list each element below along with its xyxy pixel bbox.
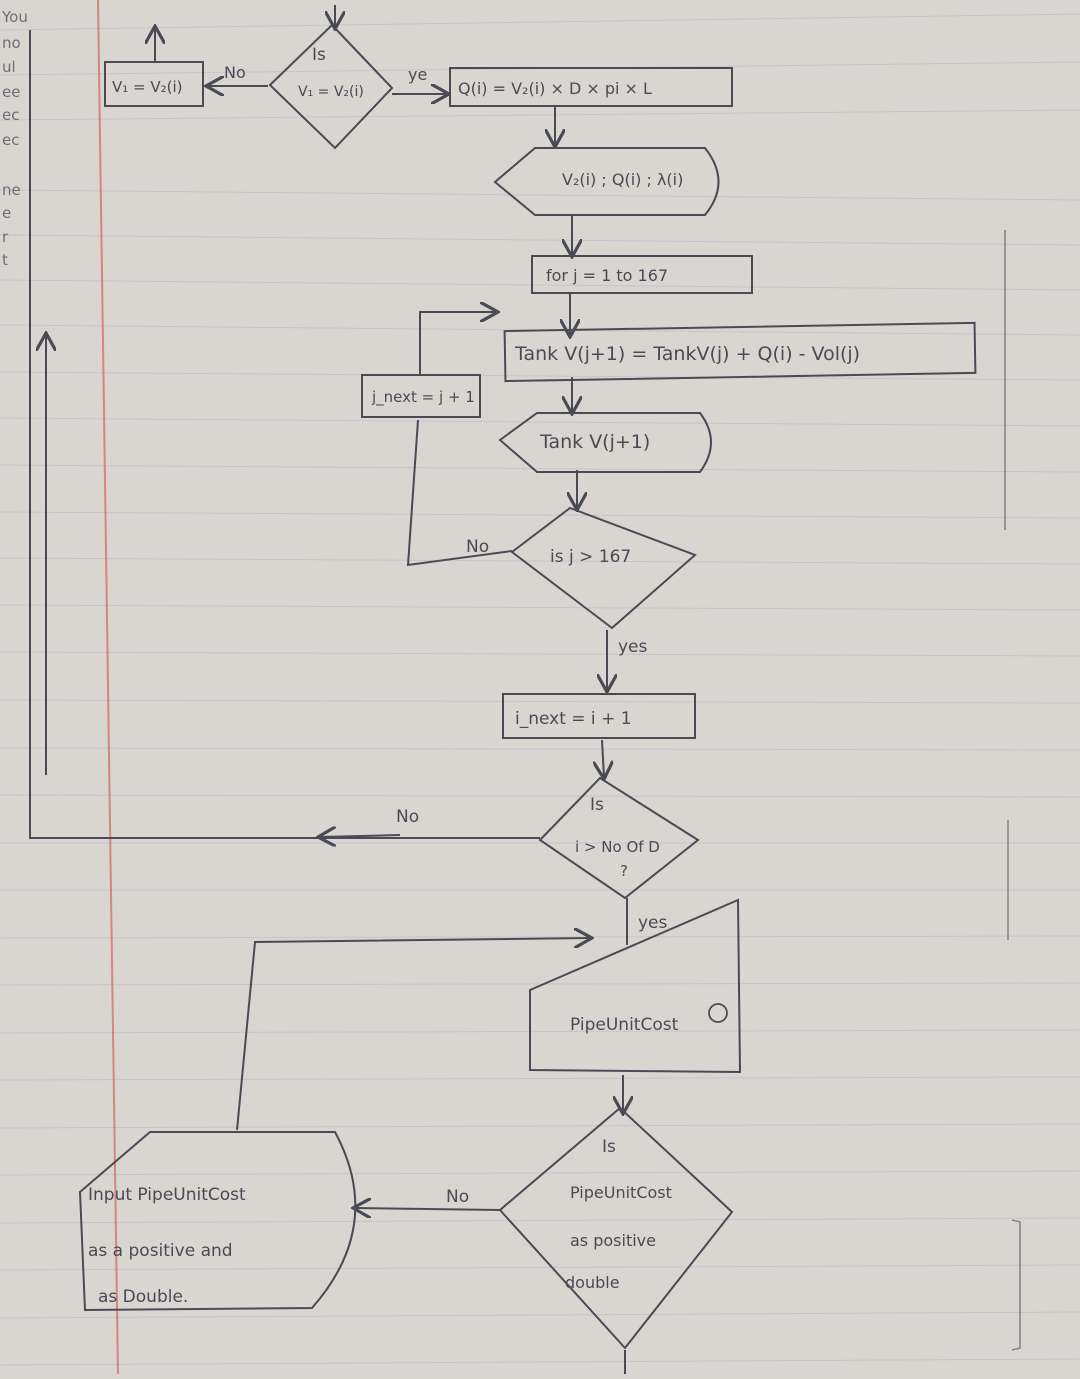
flow-calc-text: Q(i) = V₂(i) × D × pi × L <box>458 79 652 98</box>
tank-update-box <box>503 321 977 383</box>
decision-v1-diamond <box>268 23 394 150</box>
output-q-text: V₂(i) ; Q(i) ; λ(i) <box>562 170 683 189</box>
input-prompt-line1: Input PipeUnitCost <box>88 1185 246 1205</box>
decision-cost-line3: as positive <box>570 1231 656 1250</box>
input-prompt-line3: as Double. <box>98 1287 188 1307</box>
label-yes-top: ye <box>408 65 427 84</box>
output-tank-text: Tank V(j+1) <box>539 431 650 453</box>
ruled-lines <box>0 13 1080 1366</box>
decision-i-line1: Is <box>590 795 604 815</box>
assign-v1-box <box>104 61 204 107</box>
margin-note: e <box>2 204 11 222</box>
label-no-top: No <box>224 63 246 82</box>
margin-note: ee <box>2 83 20 101</box>
flow-calc-box <box>449 67 733 107</box>
margin-note: r <box>2 228 9 246</box>
margin-brackets <box>1004 230 1021 1351</box>
input-prompt-line2: as a positive and <box>88 1241 233 1261</box>
pipe-input-symbol <box>708 1003 728 1023</box>
label-yes-j: yes <box>618 637 648 657</box>
label-no-cost: No <box>446 1187 469 1207</box>
decision-v1-line2: V₁ = V₂(i) <box>298 84 364 100</box>
output-q-shape <box>493 147 720 216</box>
margin-note: ne <box>2 181 21 199</box>
loop-for-box <box>531 255 753 294</box>
tank-update-text: Tank V(j+1) = TankV(j) + Q(i) - Vol(j) <box>514 343 860 365</box>
loop-for-text: for j = 1 to 167 <box>546 266 668 285</box>
decision-i-line3: ? <box>620 862 628 880</box>
decision-cost-diamond <box>498 1106 734 1350</box>
output-tank-shape <box>498 412 712 473</box>
pipe-input-shape <box>529 898 742 1074</box>
margin-notes: You no ul ee ec ec ne e r t <box>1 8 28 269</box>
margin-note: ec <box>2 131 19 149</box>
margin-note: ec <box>2 106 19 124</box>
margin-note: ul <box>2 58 16 76</box>
label-yes-i: yes <box>638 913 668 933</box>
j-next-box <box>361 374 481 418</box>
input-prompt-shape <box>78 1131 357 1312</box>
pipe-input-text: PipeUnitCost <box>570 1015 679 1035</box>
label-no-j: No <box>466 537 489 557</box>
j-next-text: j_next = j + 1 <box>371 388 475 407</box>
decision-i-diamond <box>538 776 700 900</box>
margin-note: no <box>2 34 21 52</box>
decision-cost-line1: Is <box>602 1137 616 1157</box>
decision-j-diamond <box>510 506 697 630</box>
label-no-i: No <box>396 807 419 827</box>
margin-note: You <box>1 8 28 26</box>
margin-note: t <box>2 251 8 269</box>
margin-rule <box>97 0 119 1375</box>
i-next-box <box>502 693 696 739</box>
decision-i-line2: i > No Of D <box>575 838 660 856</box>
decision-cost-line4: double <box>565 1273 620 1292</box>
i-next-text: i_next = i + 1 <box>515 709 632 729</box>
decision-cost-line2: PipeUnitCost <box>570 1183 672 1202</box>
decision-j-text: is j > 167 <box>550 547 631 567</box>
connectors <box>29 5 627 1374</box>
decision-v1-line1: Is <box>312 45 326 65</box>
assign-v1-text: V₁ = V₂(i) <box>112 78 183 96</box>
